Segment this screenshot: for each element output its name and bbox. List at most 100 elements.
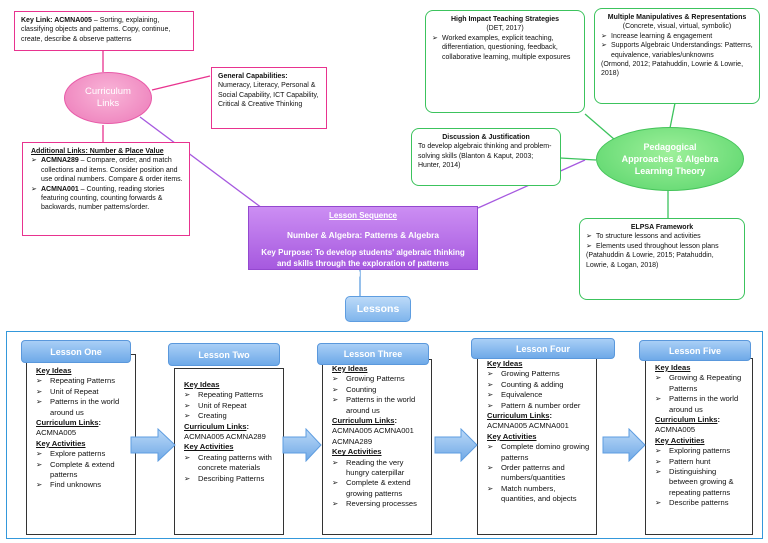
manipulatives-box: Multiple Manipulatives & Representations… — [594, 8, 760, 104]
elpsa-list: To structure lessons and activities Elem… — [586, 232, 738, 251]
curriculum-links-colon: : — [394, 416, 397, 426]
key-activities-heading: Key Activities — [487, 431, 537, 441]
key-ideas-heading: Key Ideas — [332, 364, 368, 373]
curriculum-links-codes: ACMNA005 ACMNA001 ACMNA289 — [332, 426, 414, 446]
curriculum-links-codes: ACMNA005 ACMNA001 — [487, 421, 569, 431]
key-activities-list: Complete domino growing patterns Order p… — [487, 442, 590, 504]
general-capabilities-title: General Capabilities: — [218, 73, 288, 80]
lesson-sequence-subtitle: Number & Algebra: Patterns & Algebra — [287, 229, 439, 240]
lesson-card-four: Key Ideas Growing Patterns Counting & ad… — [477, 356, 597, 535]
lessons-header: Lessons — [345, 296, 411, 322]
elpsa-item: To structure lessons and activities — [586, 232, 738, 242]
curriculum-links-heading: Curriculum Links — [487, 411, 550, 421]
high-impact-item: Worked examples, explicit teaching, diff… — [432, 34, 578, 62]
activity-item: Match numbers, quantities, and objects — [487, 484, 590, 505]
additional-link-item: ACMNA001 – Counting, reading stories fea… — [31, 185, 183, 213]
key-idea-item: Pattern & number order — [487, 401, 590, 412]
general-capabilities-text: Numeracy, Literacy, Personal & Social Ca… — [218, 82, 319, 109]
curriculum-links-heading: Curriculum Links — [332, 416, 395, 426]
manipulatives-item: Supports Algebraic Understandings: Patte… — [601, 41, 753, 60]
pedagogy-label-line2: Approaches & Algebra — [621, 154, 719, 164]
key-idea-item: Patterns in the world around us — [655, 394, 746, 415]
additional-link-text: – Compare, order, and match collections … — [41, 157, 183, 184]
lesson-card-five: Key Ideas Growing & Repeating Patterns P… — [645, 358, 753, 535]
lesson-five-title: Lesson Five — [639, 340, 751, 361]
activity-item: Creating patterns with concrete material… — [184, 453, 277, 474]
arrow-right-icon — [434, 428, 478, 462]
key-idea-item: Equivalence — [487, 390, 590, 401]
lesson-four-title: Lesson Four — [471, 338, 615, 359]
manipulatives-list: Increase learning & engagement Supports … — [601, 32, 753, 60]
key-idea-item: Repeating Patterns — [184, 390, 277, 401]
connector-discussion — [559, 157, 597, 161]
additional-link-item: ACMNA289 – Compare, order, and match col… — [31, 156, 183, 184]
curriculum-links-colon: : — [246, 421, 249, 431]
key-ideas-list: Repeating Patterns Unit of Repeat Creati… — [184, 390, 277, 422]
key-idea-item: Unit of Repeat — [36, 387, 129, 398]
key-activities-list: Explore patterns Complete & extend patte… — [36, 449, 129, 491]
manipulatives-title: Multiple Manipulatives & Representations — [607, 14, 747, 21]
curriculum-links-colon: : — [549, 411, 552, 421]
activity-item: Describing Patterns — [184, 474, 277, 485]
activity-item: Find unknowns — [36, 480, 129, 491]
key-activities-heading: Key Activities — [184, 442, 234, 452]
elpsa-item: Elements used throughout lesson plans — [586, 242, 738, 252]
additional-links-list: ACMNA289 – Compare, order, and match col… — [31, 156, 183, 212]
curriculum-links-codes: ACMNA005 — [36, 428, 77, 438]
lesson-two-title: Lesson Two — [168, 343, 280, 366]
curriculum-links-codes: ACMNA005 — [655, 425, 696, 435]
activity-item: Exploring patterns — [655, 446, 746, 457]
curriculum-links-colon: : — [98, 418, 101, 428]
key-link-box: Key Link: ACMNA005 – Sorting, explaining… — [14, 11, 194, 51]
additional-links-box: Additional Links: Number & Place Value A… — [22, 142, 190, 236]
curriculum-label-line2: Links — [96, 98, 120, 109]
key-ideas-heading: Key Ideas — [487, 359, 523, 368]
key-ideas-list: Growing & Repeating Patterns Patterns in… — [655, 373, 746, 415]
discussion-title: Discussion & Justification — [442, 134, 530, 141]
key-ideas-heading: Key Ideas — [655, 363, 691, 372]
arrow-right-icon — [282, 428, 322, 462]
high-impact-title: High Impact Teaching Strategies — [450, 16, 559, 23]
activity-item: Complete & extend growing patterns — [332, 478, 425, 499]
key-idea-item: Counting — [332, 385, 425, 396]
curriculum-links-codes: ACMNA005 ACMNA289 — [184, 432, 266, 442]
key-activities-list: Exploring patterns Pattern hunt Distingu… — [655, 446, 746, 509]
discussion-text: To develop algebraic thinking and proble… — [418, 143, 552, 170]
curriculum-links-heading: Curriculum Links — [36, 418, 99, 428]
lesson-one-title: Lesson One — [21, 340, 131, 363]
key-ideas-heading: Key Ideas — [184, 380, 220, 389]
arrow-right-icon — [602, 428, 646, 462]
curriculum-links-heading: Curriculum Links — [184, 421, 247, 431]
key-activities-heading: Key Activities — [332, 447, 382, 457]
activity-item: Describe patterns — [655, 498, 746, 509]
connector-manipulatives — [669, 102, 676, 129]
elpsa-title: ELPSA Framework — [630, 224, 694, 231]
lesson-sequence-title: Lesson Sequence — [328, 211, 398, 220]
additional-link-code: ACMNA289 — [41, 157, 79, 165]
key-idea-item: Unit of Repeat — [184, 401, 277, 412]
connector-capabilities — [151, 75, 211, 91]
key-link-title: Key Link: ACMNA005 — [21, 17, 92, 24]
activity-item: Complete domino growing patterns — [487, 442, 590, 463]
key-activities-heading: Key Activities — [655, 435, 705, 445]
key-idea-item: Counting & adding — [487, 380, 590, 391]
connector-curriculum-sequence — [139, 116, 263, 209]
arrow-right-icon — [130, 428, 176, 462]
activity-item: Reversing processes — [332, 499, 425, 510]
key-ideas-list: Growing Patterns Counting & adding Equiv… — [487, 369, 590, 411]
pedagogy-label-line1: Pedagogical — [643, 142, 697, 152]
key-idea-item: Repeating Patterns — [36, 376, 129, 387]
key-idea-item: Patterns in the world around us — [332, 395, 425, 416]
activity-item: Distinguishing between growing & repeati… — [655, 467, 746, 498]
key-idea-item: Patterns in the world around us — [36, 397, 129, 418]
manipulatives-item: Increase learning & engagement — [601, 32, 753, 42]
activity-item: Complete & extend patterns — [36, 460, 129, 481]
key-idea-item: Growing Patterns — [487, 369, 590, 380]
lesson-card-one: Key Ideas Repeating Patterns Unit of Rep… — [26, 354, 136, 535]
curriculum-label-line1: Curriculum — [85, 86, 131, 97]
high-impact-subtitle: (DET, 2017) — [486, 25, 524, 33]
high-impact-box: High Impact Teaching Strategies (DET, 20… — [425, 10, 585, 113]
high-impact-list: Worked examples, explicit teaching, diff… — [432, 34, 578, 62]
